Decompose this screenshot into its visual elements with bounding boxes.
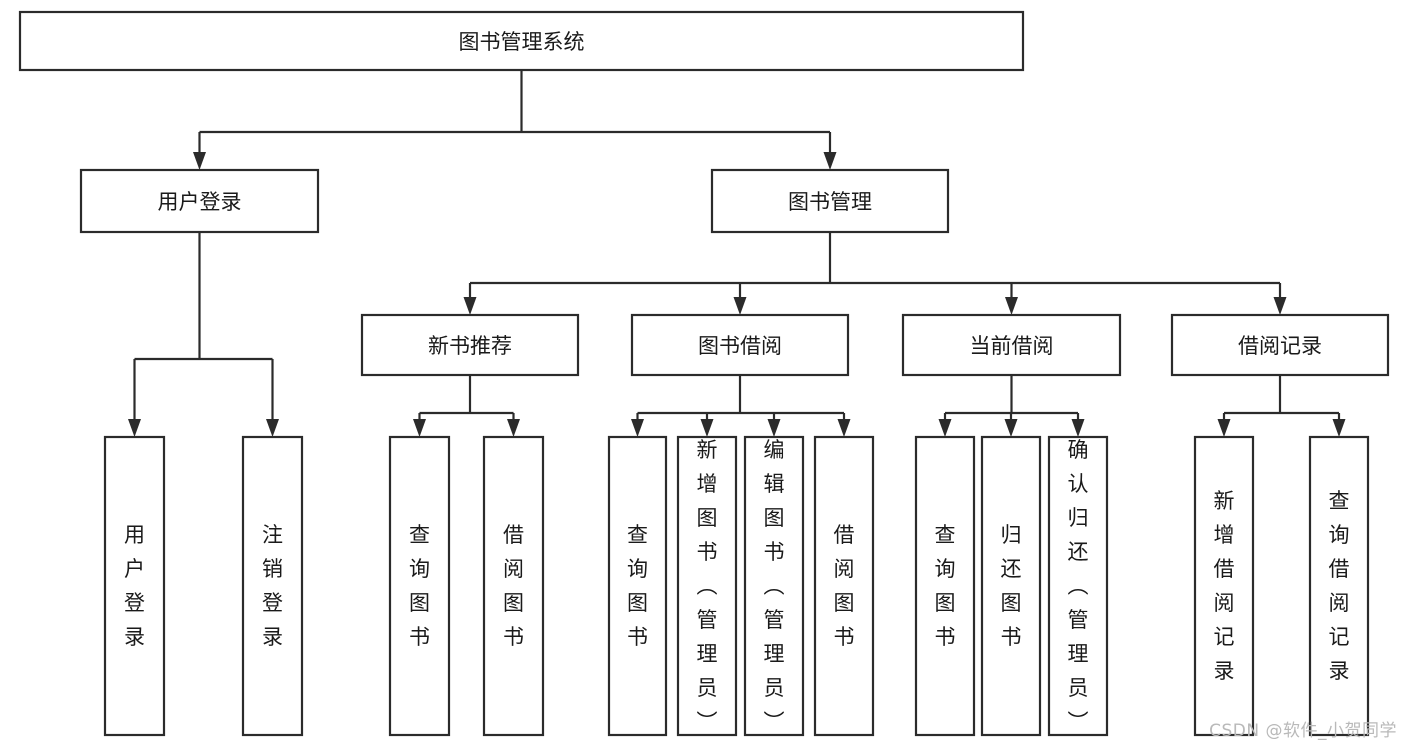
node-leaf-query-book-current[interactable]: 查询图书: [914, 435, 976, 737]
node-box: [813, 435, 875, 737]
node-leaf-edit-book-admin[interactable]: 编辑图书︵管理员︶: [743, 435, 805, 737]
node-label: 新增图书︵管理员︶: [697, 438, 718, 734]
node-box: [901, 313, 1122, 377]
node-box: [79, 168, 320, 234]
node-leaf-query-book-recommend[interactable]: 查询图书: [388, 435, 451, 737]
arrow-head-icon: [733, 297, 747, 315]
node-leaf-add-book-admin[interactable]: 新增图书︵管理员︶: [676, 435, 738, 737]
arrow-head-icon: [193, 152, 206, 170]
node-label: 用户登录: [158, 190, 242, 214]
node-book-borrow[interactable]: 图书借阅: [630, 313, 850, 377]
arrow-head-icon: [507, 419, 520, 437]
node-label: 借阅图书: [834, 523, 855, 649]
arrow-head-icon: [1004, 419, 1018, 437]
node-label: 借阅图书: [503, 523, 524, 649]
node-box: [103, 435, 166, 737]
node-box: [743, 435, 805, 737]
arrow-head-icon: [1071, 419, 1085, 437]
node-leaf-query-borrow-record[interactable]: 查询借阅记录: [1308, 435, 1370, 737]
node-leaf-query-book-borrow[interactable]: 查询图书: [607, 435, 668, 737]
node-box: [1308, 435, 1370, 737]
arrow-head-icon: [266, 419, 279, 437]
node-label: 借阅记录: [1238, 334, 1322, 358]
node-box: [360, 313, 580, 377]
arrow-head-icon: [413, 419, 426, 437]
node-box: [710, 168, 950, 234]
arrow-head-icon: [767, 419, 781, 437]
node-leaf-logout-login[interactable]: 注销登录: [241, 435, 304, 737]
node-leaf-add-borrow-record[interactable]: 新增借阅记录: [1193, 435, 1255, 737]
node-box: [676, 435, 738, 737]
arrow-head-icon: [631, 419, 644, 437]
arrow-head-icon: [700, 419, 714, 437]
node-book-manage[interactable]: 图书管理: [710, 168, 950, 234]
node-user-login[interactable]: 用户登录: [79, 168, 320, 234]
node-label: 查询图书: [935, 523, 956, 649]
node-label: 新书推荐: [428, 334, 512, 358]
node-box: [18, 10, 1025, 72]
node-borrow-record[interactable]: 借阅记录: [1170, 313, 1390, 377]
arrow-head-icon: [837, 419, 851, 437]
node-label: 用户登录: [124, 523, 145, 649]
node-leaf-borrow-book-recommend[interactable]: 借阅图书: [482, 435, 545, 737]
node-box: [388, 435, 451, 737]
node-label: 图书借阅: [698, 334, 782, 358]
node-leaf-confirm-return-admin[interactable]: 确认归还︵管理员︶: [1047, 435, 1109, 737]
node-box: [1170, 313, 1390, 377]
node-box: [1047, 435, 1109, 737]
node-label: 编辑图书︵管理员︶: [764, 438, 785, 734]
node-box: [630, 313, 850, 377]
node-box: [980, 435, 1042, 737]
arrow-head-icon: [1273, 297, 1287, 315]
node-box: [241, 435, 304, 737]
node-label: 查询图书: [409, 523, 430, 649]
node-box: [1193, 435, 1255, 737]
node-label: 查询借阅记录: [1329, 489, 1350, 683]
node-label: 注销登录: [262, 523, 283, 649]
node-leaf-return-book[interactable]: 归还图书: [980, 435, 1042, 737]
arrow-head-icon: [128, 419, 141, 437]
node-label: 确认归还︵管理员︶: [1068, 438, 1089, 734]
arrow-head-icon: [1217, 419, 1231, 437]
node-label: 新增借阅记录: [1214, 489, 1235, 683]
arrow-head-icon: [463, 297, 477, 315]
node-root[interactable]: 图书管理系统: [18, 10, 1025, 72]
node-label: 图书管理系统: [459, 30, 585, 54]
node-box: [914, 435, 976, 737]
arrow-head-icon: [938, 419, 952, 437]
node-box: [607, 435, 668, 737]
node-leaf-borrow-book-borrow[interactable]: 借阅图书: [813, 435, 875, 737]
node-box: [482, 435, 545, 737]
node-label: 归还图书: [1001, 523, 1022, 649]
node-leaf-user-login[interactable]: 用户登录: [103, 435, 166, 737]
node-current-borrow[interactable]: 当前借阅: [901, 313, 1122, 377]
node-label: 当前借阅: [970, 334, 1054, 358]
node-label: 图书管理: [788, 190, 872, 214]
arrow-head-icon: [1332, 419, 1346, 437]
node-layer: 图书管理系统用户登录图书管理新书推荐图书借阅当前借阅借阅记录用户登录注销登录查询…: [18, 10, 1390, 737]
node-label: 查询图书: [627, 523, 648, 649]
arrow-head-icon: [1005, 297, 1018, 315]
arrow-head-icon: [823, 152, 837, 170]
node-new-book-recommend[interactable]: 新书推荐: [360, 313, 580, 377]
connector-layer: [128, 70, 1346, 437]
